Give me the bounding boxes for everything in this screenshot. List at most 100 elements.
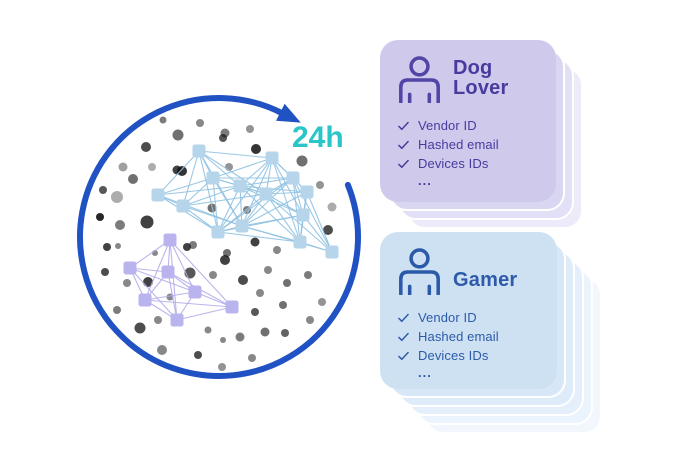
- device-dot: [251, 308, 259, 316]
- rotation-arrow-head: [276, 103, 301, 123]
- cluster-node: [163, 233, 177, 247]
- device-dot: [256, 289, 264, 297]
- list-item-label: Hashed email: [418, 137, 499, 152]
- cluster-node: [170, 313, 184, 327]
- cluster-edge: [239, 185, 308, 193]
- cluster-edge: [217, 231, 301, 243]
- device-dot: [220, 337, 226, 343]
- cluster-edge: [169, 239, 196, 293]
- cluster-edge: [239, 185, 243, 227]
- device-dot: [103, 243, 111, 251]
- device-dot: [273, 246, 281, 254]
- device-dot: [140, 215, 154, 229]
- feature-list-item: Hashed email: [398, 137, 542, 152]
- cluster-edge: [241, 177, 294, 227]
- cluster-node: [296, 208, 310, 222]
- cluster-node: [286, 171, 300, 185]
- cluster-edge: [182, 185, 241, 207]
- cluster-node: [161, 265, 175, 279]
- cluster-edge: [265, 193, 333, 253]
- device-dot: [154, 316, 162, 324]
- device-dots-layer: [96, 116, 337, 371]
- cluster-node: [176, 199, 190, 213]
- device-dot: [123, 279, 131, 287]
- cluster-node: [325, 245, 339, 259]
- device-dot: [251, 144, 261, 154]
- cluster-edge: [169, 239, 233, 308]
- cluster-edge: [157, 150, 200, 196]
- check-icon: [398, 140, 409, 149]
- check-icon: [398, 313, 409, 322]
- device-dot: [260, 327, 270, 337]
- cluster-node: [206, 171, 220, 185]
- cluster-node: [225, 300, 239, 314]
- cluster-edge: [157, 194, 219, 233]
- cluster-edge: [241, 214, 304, 227]
- cluster-edge: [198, 150, 241, 187]
- feature-list-item: Devices IDs: [398, 348, 543, 363]
- device-dot: [204, 326, 212, 334]
- device-dot: [220, 255, 230, 265]
- device-dot: [323, 225, 333, 235]
- device-dot: [113, 306, 121, 314]
- feature-list-item: Vendor ID: [398, 310, 543, 325]
- cluster-edge: [157, 185, 241, 196]
- rotation-arrow-arc: [77, 95, 361, 379]
- feature-list-item: Vendor ID: [398, 118, 542, 133]
- device-dot: [283, 279, 291, 287]
- person-icon: [399, 56, 440, 103]
- list-item-label: Devices IDs: [418, 348, 489, 363]
- cluster-edge: [292, 177, 301, 243]
- check-icon: [398, 351, 409, 360]
- cluster-edge: [306, 191, 333, 253]
- person-icon: [399, 248, 440, 295]
- device-dot: [172, 129, 184, 141]
- cluster-node: [233, 179, 247, 193]
- cluster-node: [138, 293, 152, 307]
- device-dot: [101, 268, 109, 276]
- device-dot: [111, 191, 123, 203]
- cluster-edge: [292, 177, 333, 253]
- cluster-edge: [241, 157, 273, 227]
- device-dot: [196, 119, 204, 127]
- cluster-node: [188, 285, 202, 299]
- device-dot: [218, 363, 226, 371]
- device-dot: [159, 116, 167, 124]
- cluster-edge: [182, 193, 267, 207]
- cluster-edge: [265, 193, 301, 243]
- cluster-edge: [182, 150, 200, 207]
- device-dot: [248, 354, 256, 362]
- cluster-edge: [198, 150, 219, 233]
- cluster-edge: [198, 150, 273, 159]
- check-icon: [398, 121, 409, 130]
- device-dot: [148, 163, 156, 171]
- cluster-edge: [239, 177, 294, 187]
- cluster-node: [259, 187, 273, 201]
- cluster-node: [211, 225, 225, 239]
- cluster-edge: [129, 239, 171, 269]
- card-header: Gamer: [398, 248, 543, 295]
- device-dot: [281, 329, 289, 337]
- cluster-edge: [271, 157, 304, 216]
- list-item-label: Vendor ID: [418, 310, 477, 325]
- cluster-edge: [217, 193, 267, 233]
- device-dot: [296, 155, 308, 167]
- list-item-label: Hashed email: [418, 329, 499, 344]
- device-dot: [183, 243, 191, 251]
- cluster-edge: [129, 267, 196, 293]
- card-title: Gamer: [453, 269, 518, 291]
- device-dot: [327, 202, 337, 212]
- device-dot: [279, 301, 287, 309]
- device-dot: [128, 174, 138, 184]
- device-dot: [264, 266, 272, 274]
- cluster-edge: [212, 157, 273, 179]
- device-dot: [157, 345, 167, 355]
- cluster-edge: [169, 239, 178, 321]
- device-dot: [96, 213, 104, 221]
- cluster-edge: [182, 205, 243, 227]
- device-dot: [134, 322, 146, 334]
- cluster-purple-network: [123, 233, 239, 327]
